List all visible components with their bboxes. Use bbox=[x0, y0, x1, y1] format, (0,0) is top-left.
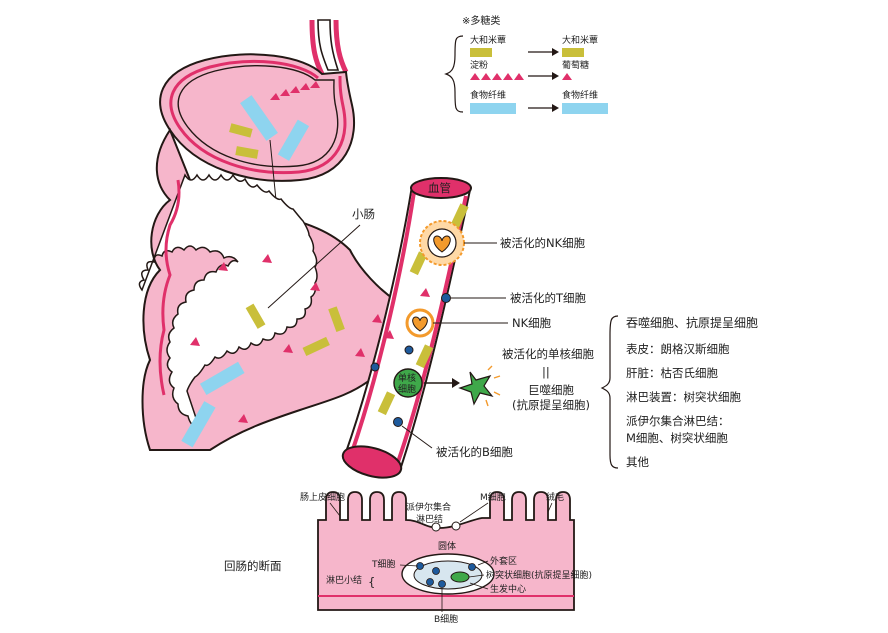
legend-row1-to: 大和米蕈 bbox=[562, 34, 598, 46]
legend-row1-from: 大和米蕈 bbox=[470, 34, 506, 46]
monocyte: 单核 细胞 bbox=[393, 368, 423, 398]
legend-title: ※多糖类 bbox=[462, 14, 500, 27]
label-peyer-1: 派伊尔集合 bbox=[406, 501, 451, 513]
label-epithelial: 肠上皮细胞 bbox=[300, 491, 345, 503]
small-intestine: 小肠 bbox=[138, 127, 397, 451]
phagocyte-title: 吞噬细胞、抗原提呈细胞 bbox=[626, 315, 758, 330]
activated-t-cell bbox=[441, 293, 451, 303]
label-dome: 圆体 bbox=[438, 540, 456, 552]
label-germinal: 生发中心 bbox=[490, 583, 526, 595]
lymph-follicle-brace: { bbox=[368, 575, 375, 589]
label-nk: NK细胞 bbox=[512, 316, 552, 330]
ileum-cross-section: 回肠的断面 肠上皮细胞 派伊尔集合 淋巴结 M细胞 绒毛 圆体 T细胞 淋巴小结 bbox=[224, 491, 592, 625]
intestine-lumen bbox=[138, 173, 318, 432]
label-activated-t: 被活化的T细胞 bbox=[510, 291, 587, 305]
legend-row2-from: 淀粉 bbox=[470, 59, 488, 71]
label-macrophage-sub: (抗原提呈细胞) bbox=[512, 398, 590, 412]
label-activated-nk: 被活化的NK细胞 bbox=[500, 236, 586, 250]
legend-row2-to: 葡萄糖 bbox=[562, 59, 589, 71]
phagocyte-item-epidermis: 表皮：朗格汉斯细胞 bbox=[626, 342, 730, 356]
label-activated-monocyte: 被活化的单核细胞 bbox=[502, 347, 594, 361]
label-villi: 绒毛 bbox=[546, 491, 564, 503]
ileum-title: 回肠的断面 bbox=[224, 559, 282, 573]
label-b-cell: B细胞 bbox=[434, 613, 458, 625]
label-m-cell: M细胞 bbox=[480, 491, 506, 503]
macrophage bbox=[458, 365, 501, 407]
legend-row3-from: 食物纤维 bbox=[470, 89, 506, 101]
nk-cell bbox=[405, 308, 435, 338]
legend-starch-triangles bbox=[470, 73, 524, 80]
small-intestine-label: 小肠 bbox=[352, 207, 375, 221]
label-lymph-follicle: 淋巴小结 bbox=[326, 574, 362, 586]
phagocyte-item-other: 其他 bbox=[626, 455, 649, 469]
label-activated-b: 被活化的B细胞 bbox=[436, 445, 513, 459]
phagocyte-item-peyer-cells: M细胞、树突状细胞 bbox=[626, 431, 728, 445]
label-mantle: 外套区 bbox=[490, 555, 517, 567]
label-peyer-2: 淋巴结 bbox=[416, 513, 443, 525]
cell-labels: 被活化的NK细胞 被活化的T细胞 NK细胞 被活化的单核细胞 || 巨噬细胞 (… bbox=[401, 236, 594, 459]
phagocyte-item-peyer: 派伊尔集合淋巴结： bbox=[626, 414, 730, 428]
phagocyte-list: 吞噬细胞、抗原提呈细胞 表皮：朗格汉斯细胞 肝脏：枯否氏细胞 淋巴装置：树突状细… bbox=[600, 315, 758, 469]
legend-row3-to: 食物纤维 bbox=[562, 89, 598, 101]
label-macrophage: 巨噬细胞 bbox=[528, 383, 574, 397]
svg-text:细胞: 细胞 bbox=[398, 383, 416, 395]
legend-fiber-bar bbox=[470, 103, 516, 114]
activated-b-cell bbox=[393, 417, 403, 427]
activated-nk-cell bbox=[419, 220, 465, 266]
lymph-follicle bbox=[401, 553, 495, 595]
blood-vessel-label: 血管 bbox=[428, 181, 451, 195]
label-equals: || bbox=[542, 365, 550, 379]
stomach: 胃 bbox=[159, 19, 356, 217]
label-dendritic: 树突状细胞(抗原提呈细胞) bbox=[486, 569, 592, 581]
label-t-cell: T细胞 bbox=[371, 558, 396, 570]
monocyte-to-macrophage-arrow bbox=[424, 378, 460, 388]
polysaccharide-legend: ※多糖类 大和米蕈 大和米蕈 淀粉 葡萄糖 食物纤维 食物纤维 bbox=[444, 14, 608, 114]
blood-vessel: 血管 单核 细胞 bbox=[341, 177, 472, 479]
vessel-top-opening bbox=[410, 177, 472, 199]
esophagus bbox=[317, 19, 340, 71]
svg-text:单核: 单核 bbox=[398, 372, 416, 384]
phagocyte-item-lymph: 淋巴装置：树突状细胞 bbox=[626, 390, 741, 404]
vessel-bottom-opening bbox=[341, 445, 403, 479]
legend-yam-bar bbox=[470, 48, 492, 57]
phagocyte-item-liver: 肝脏：枯否氏细胞 bbox=[626, 366, 718, 380]
